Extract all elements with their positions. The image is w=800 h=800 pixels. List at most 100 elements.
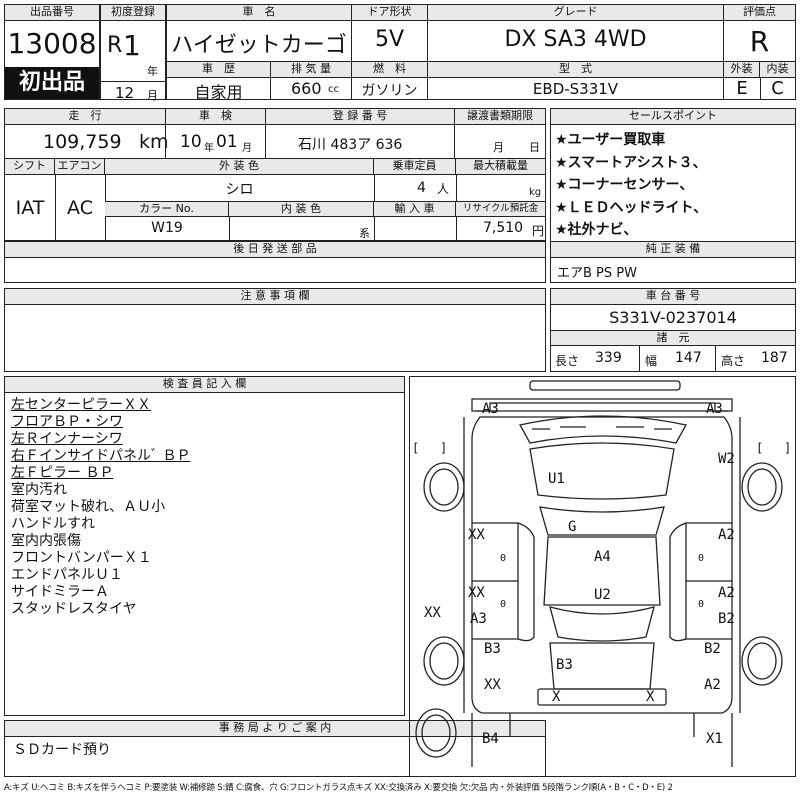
mileage-unit: km — [139, 131, 169, 153]
caution-box: 注 意 事 項 欄 — [4, 288, 546, 372]
mark-xx-outside-left: XX — [424, 605, 441, 621]
length-label: 長さ — [555, 354, 580, 368]
recycle-label: リサイクル預託金 — [456, 201, 545, 217]
inspector-label: 検 査 員 記 入 欄 — [5, 377, 404, 393]
model: EBD-S331V — [532, 80, 619, 98]
ext-label: 外装 — [724, 62, 760, 78]
transfer-day: 日 — [529, 141, 540, 154]
lot-number-label: 出品番号 — [5, 5, 99, 21]
later-parts-label: 後 日 発 送 部 品 — [5, 242, 545, 258]
mark-w2: W2 — [718, 451, 735, 467]
score: R — [749, 25, 770, 58]
mileage-box: 走 行 109,759 km — [4, 108, 169, 159]
mark-a2-right-mid: A2 — [718, 585, 735, 601]
mark-xx-left-bottom: XX — [484, 677, 501, 693]
ext-color-label: 外 装 色 — [105, 159, 374, 175]
mark-x-bumper-right: X — [646, 689, 655, 705]
damage-diagram: A3 A3 W2 U1 G XX A2 A4 XX U2 A2 XX A3 B2… — [409, 376, 796, 777]
sales-point-item: ★スマートアシスト３、 — [555, 154, 707, 171]
height-label: 高さ — [721, 354, 746, 368]
small-0-right-a: 0 — [698, 553, 705, 564]
inspector-note-line: フロアＢＰ・シワ — [11, 414, 123, 430]
int-color-unit: 系 — [359, 227, 370, 240]
equipment-box: 純 正 装 備 エアB PS PW — [550, 241, 796, 283]
recycle-unit: 円 — [532, 224, 545, 238]
displacement: 660 — [291, 79, 322, 98]
bracket-right-top-open: [ — [756, 441, 764, 455]
mark-xx-left-front: XX — [468, 527, 485, 543]
inspector-note-line: スタッドレスタイヤ — [11, 601, 137, 617]
inspector-note-line: エンドパネルＵ１ — [11, 567, 123, 583]
inspector-note-line: 荷室マット破れ、ＡＵ小 — [11, 499, 166, 515]
month-unit: 月 — [147, 89, 158, 102]
small-0-left-b: 0 — [500, 599, 507, 610]
ext-color: シロ — [225, 182, 254, 198]
inspector-note-line: フロントバンパーＸ１ — [11, 550, 152, 566]
history: 自家用 — [194, 83, 243, 102]
load-label: 最大積載量 — [456, 159, 545, 175]
equipment-label: 純 正 装 備 — [551, 242, 795, 258]
grade: DX SA3 4WD — [504, 27, 647, 52]
history-label: 車 歴 — [167, 62, 270, 78]
small-0-right-b: 0 — [698, 599, 705, 610]
spec-grid: シフト エアコン IAT AC 外 装 色 シロ 乗車定員 4 人 最大積載量 … — [4, 158, 546, 241]
inspection-label: 車 検 — [166, 109, 265, 125]
inspection-month: 01 — [216, 132, 238, 152]
bracket-right-top-close: ] — [784, 441, 792, 455]
door-label: ドア形状 — [352, 5, 427, 21]
mileage-label: 走 行 — [5, 109, 165, 125]
inspector-note-line: 室内内張傷 — [11, 533, 81, 549]
inspection-tsuki: 月 — [242, 143, 252, 154]
chassis-number: S331V-0237014 — [609, 308, 737, 327]
door-type: 5V — [374, 27, 405, 52]
sales-point-item: ★社外ナビ、 — [555, 222, 638, 238]
caution-label: 注 意 事 項 欄 — [5, 289, 545, 305]
damage-legend: A:キズ U:ヘコミ B:キズを伴うヘコミ P:要塗装 W:補修跡 S:錆 C:… — [4, 783, 673, 793]
inspector-note-line: ハンドルすれ — [11, 516, 95, 532]
sales-points-label: セールスポイント — [551, 109, 795, 125]
car-name: ハイゼットカーゴ — [171, 33, 347, 58]
mark-g: G — [568, 519, 577, 535]
capacity: 4 — [417, 180, 426, 196]
color-no-label: カラー No. — [105, 201, 229, 217]
first-reg-label: 初度登録 — [101, 5, 165, 21]
displacement-box: 排 気 量 660 cc — [270, 61, 352, 100]
car-name-label: 車 名 — [167, 5, 351, 21]
chassis-box: 車 台 番 号 S331V-0237014 諸 元 長さ 339 幅 147 高… — [550, 288, 796, 372]
office-box: 事 務 局 よ り ご 案 内 ＳＤカード預り — [4, 720, 546, 777]
model-box: 型 式 EBD-S331V — [427, 61, 724, 100]
int-score: C — [771, 78, 784, 99]
later-parts-box: 後 日 発 送 部 品 — [4, 241, 546, 283]
mark-b3-left: B3 — [484, 641, 501, 657]
inspector-note-line: 左Ｆピラー ＢＰ — [11, 465, 114, 481]
inspection-nen: 年 — [204, 143, 214, 154]
shift-label: シフト — [5, 159, 55, 175]
fuel: ガソリン — [361, 83, 418, 99]
fuel-label: 燃 料 — [352, 62, 427, 78]
mark-b4: B4 — [482, 731, 499, 747]
first-reg-month: 12 — [115, 84, 135, 102]
inspection-box: 車 検 10 年 01 月 — [165, 108, 266, 159]
mark-b3-center: B3 — [556, 657, 573, 673]
sales-points-list: ★ユーザー買取車★スマートアシスト３、★コーナーセンサー、★ＬＥＤヘッドライト、… — [555, 129, 707, 242]
ac-label: エアコン — [55, 159, 105, 175]
mark-a3-top-left: A3 — [482, 401, 499, 417]
capacity-label: 乗車定員 — [374, 159, 456, 175]
recycle: 7,510 — [483, 220, 524, 236]
int-label: 内装 — [760, 62, 795, 78]
sales-point-item: ★ＬＥＤヘッドライト、 — [555, 199, 708, 216]
inspector-note-line: 左Ｒインナーシワ — [11, 431, 123, 447]
sales-point-item: ★ユーザー買取車 — [555, 132, 666, 148]
door-box: ドア形状 5V — [351, 4, 428, 62]
width: 147 — [675, 350, 702, 366]
mark-u1: U1 — [548, 471, 565, 487]
bracket-left-top-close: ] — [440, 441, 448, 455]
int-color-label: 内 装 色 — [229, 201, 374, 217]
grade-box: グレード DX SA3 4WD — [427, 4, 724, 62]
chassis-label: 車 台 番 号 — [551, 289, 795, 305]
car-name-box: 車 名 ハイゼットカーゴ — [166, 4, 352, 62]
mark-b2-right-rear: B2 — [718, 611, 735, 627]
inspector-note-line: 右Ｆインサイドパネルﾞ ＢＰ — [11, 448, 191, 464]
model-label: 型 式 — [428, 62, 723, 78]
transfer-month: 月 — [493, 141, 504, 154]
